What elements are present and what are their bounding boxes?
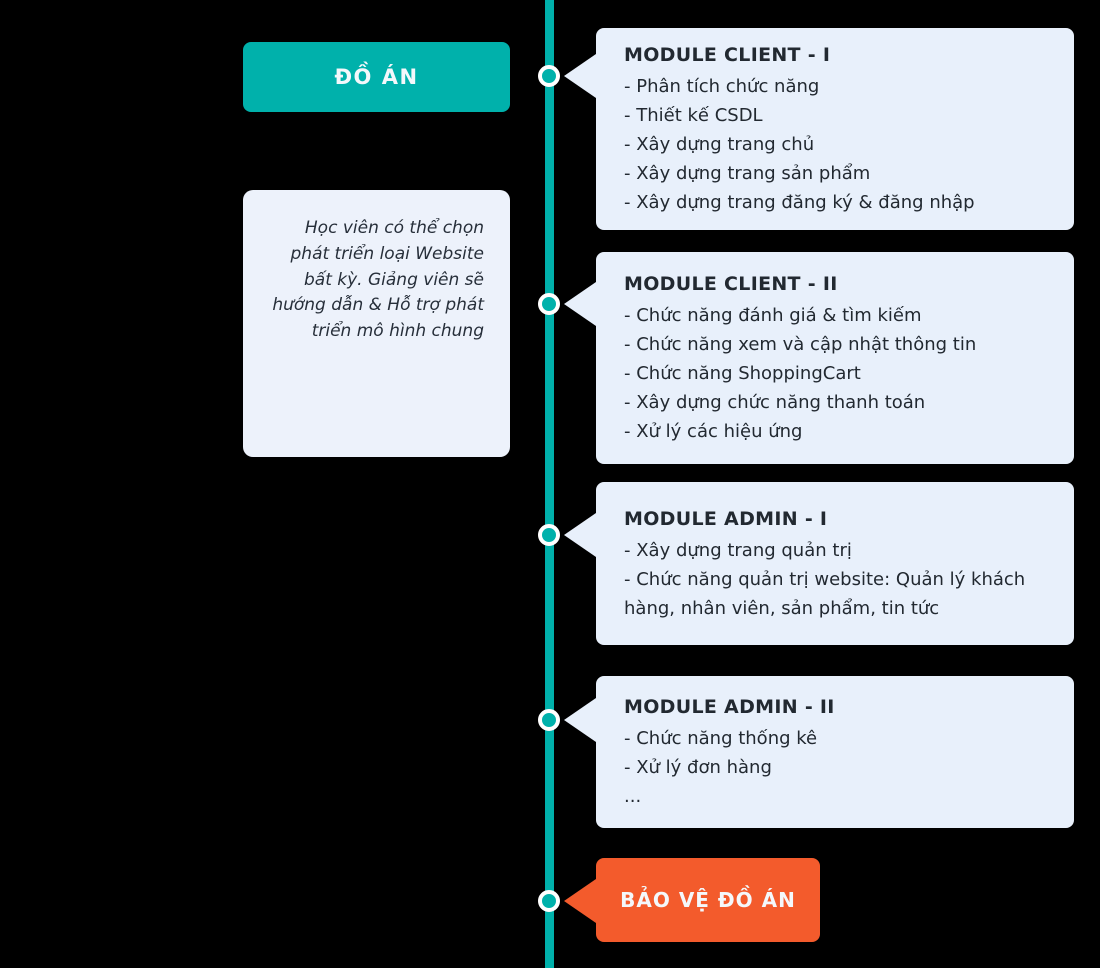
- project-badge: ĐỒ ÁN: [243, 42, 510, 112]
- timeline-node-5: [538, 890, 560, 912]
- defense-badge: BẢO VỆ ĐỒ ÁN: [596, 858, 820, 942]
- timeline-node-4: [538, 709, 560, 731]
- timeline-node-3: [538, 524, 560, 546]
- module-item: - Chức năng xem và cập nhật thông tin: [624, 334, 977, 355]
- timeline-node-1: [538, 65, 560, 87]
- callout-arrow-left-icon: [564, 879, 596, 923]
- module-card-client-1: MODULE CLIENT - I - Phân tích chức năng …: [596, 28, 1074, 230]
- module-item: - Xây dựng trang đăng ký & đăng nhập: [624, 192, 975, 213]
- module-item: - Chức năng thống kê: [624, 728, 818, 749]
- timeline-node-2: [538, 293, 560, 315]
- module-item: - Xây dựng chức năng thanh toán: [624, 392, 926, 413]
- module-item: - Xử lý đơn hàng: [624, 757, 772, 778]
- module-title: MODULE ADMIN - I: [624, 507, 828, 530]
- module-item: - Xây dựng trang sản phẩm: [624, 163, 871, 184]
- callout-arrow-left-icon: [564, 282, 596, 326]
- module-card-client-2: MODULE CLIENT - II - Chức năng đánh giá …: [596, 252, 1074, 464]
- module-item: - Xây dựng trang chủ: [624, 134, 815, 155]
- module-item: - Xử lý các hiệu ứng: [624, 421, 803, 442]
- module-item: - Thiết kế CSDL: [624, 105, 763, 126]
- defense-badge-label: BẢO VỆ ĐỒ ÁN: [620, 888, 796, 912]
- module-item: - Chức năng đánh giá & tìm kiếm: [624, 305, 922, 326]
- timeline-line: [545, 0, 554, 968]
- note-card: Học viên có thể chọn phát triển loại Web…: [243, 190, 510, 457]
- module-item: - Phân tích chức năng: [624, 76, 820, 97]
- module-title: MODULE CLIENT - II: [624, 273, 838, 295]
- module-item: - Chức năng ShoppingCart: [624, 363, 861, 384]
- callout-arrow-left-icon: [564, 54, 596, 98]
- module-card-admin-2: MODULE ADMIN - II - Chức năng thống kê -…: [596, 676, 1074, 828]
- module-title: MODULE ADMIN - II: [624, 696, 835, 718]
- module-card-admin-1: MODULE ADMIN - I - Xây dựng trang quản t…: [596, 482, 1074, 645]
- module-item: - Chức năng quản trị website: Quản lý kh…: [624, 568, 1026, 619]
- module-item: ...: [624, 786, 642, 807]
- note-text: Học viên có thể chọn phát triển loại Web…: [272, 218, 484, 342]
- callout-arrow-left-icon: [564, 698, 596, 742]
- project-badge-label: ĐỒ ÁN: [334, 65, 419, 89]
- module-title: MODULE CLIENT - I: [624, 44, 831, 66]
- module-item: - Xây dựng trang quản trị: [624, 539, 852, 561]
- callout-arrow-left-icon: [564, 513, 596, 557]
